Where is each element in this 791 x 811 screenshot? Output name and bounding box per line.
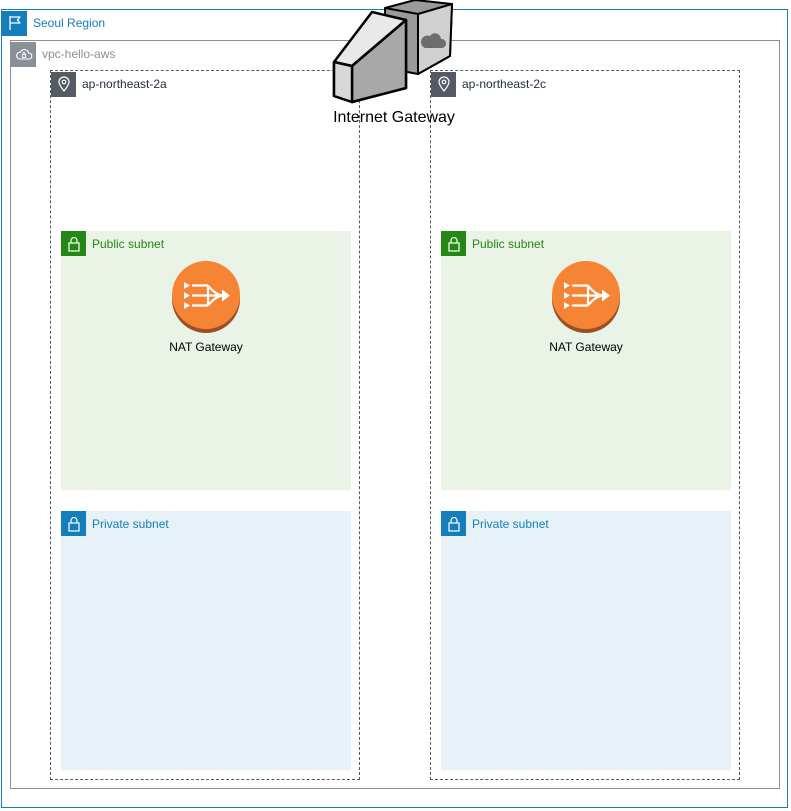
vpc-header: vpc-hello-aws [11,41,115,67]
az-label: ap-northeast-2a [82,77,167,91]
subnet-header: Private subnet [61,511,169,536]
lock-icon [441,511,466,536]
lock-icon [441,231,466,256]
private-subnet-c: Private subnet [441,511,731,770]
vpc-label: vpc-hello-aws [42,47,116,61]
nat-gateway-label: NAT Gateway [549,340,623,354]
internet-gateway-icon [332,0,453,104]
availability-zone-a: ap-northeast-2a [50,70,360,780]
location-pin-icon [51,71,76,97]
cloud-lock-icon [11,41,36,67]
subnet-header: Public subnet [441,231,544,256]
nat-gateway-c: NAT Gateway [516,260,656,354]
subnet-label: Public subnet [92,236,165,251]
nat-gateway-icon [172,261,240,333]
subnet-header: Private subnet [441,511,549,536]
internet-gateway-label: Internet Gateway [333,109,455,126]
lock-icon [61,231,86,256]
az-header: ap-northeast-2a [51,71,167,97]
nat-gateway-icon [552,261,620,333]
region-label: Seoul Region [33,16,106,30]
availability-zone-c: ap-northeast-2c [430,70,740,780]
region-header: Seoul Region [2,10,105,36]
subnet-header: Public subnet [61,231,164,256]
lock-icon [61,511,86,536]
private-subnet-a: Private subnet [61,511,351,770]
subnet-label: Private subnet [472,516,549,531]
subnet-label: Public subnet [472,236,545,251]
nat-gateway-a: NAT Gateway [136,260,276,354]
nat-gateway-label: NAT Gateway [169,340,243,354]
subnet-label: Private subnet [92,516,169,531]
az-label: ap-northeast-2c [462,77,547,91]
public-subnet-a: Public subnet [61,231,351,490]
flag-icon [2,10,27,36]
location-pin-icon [431,71,456,97]
az-header: ap-northeast-2c [431,71,546,97]
